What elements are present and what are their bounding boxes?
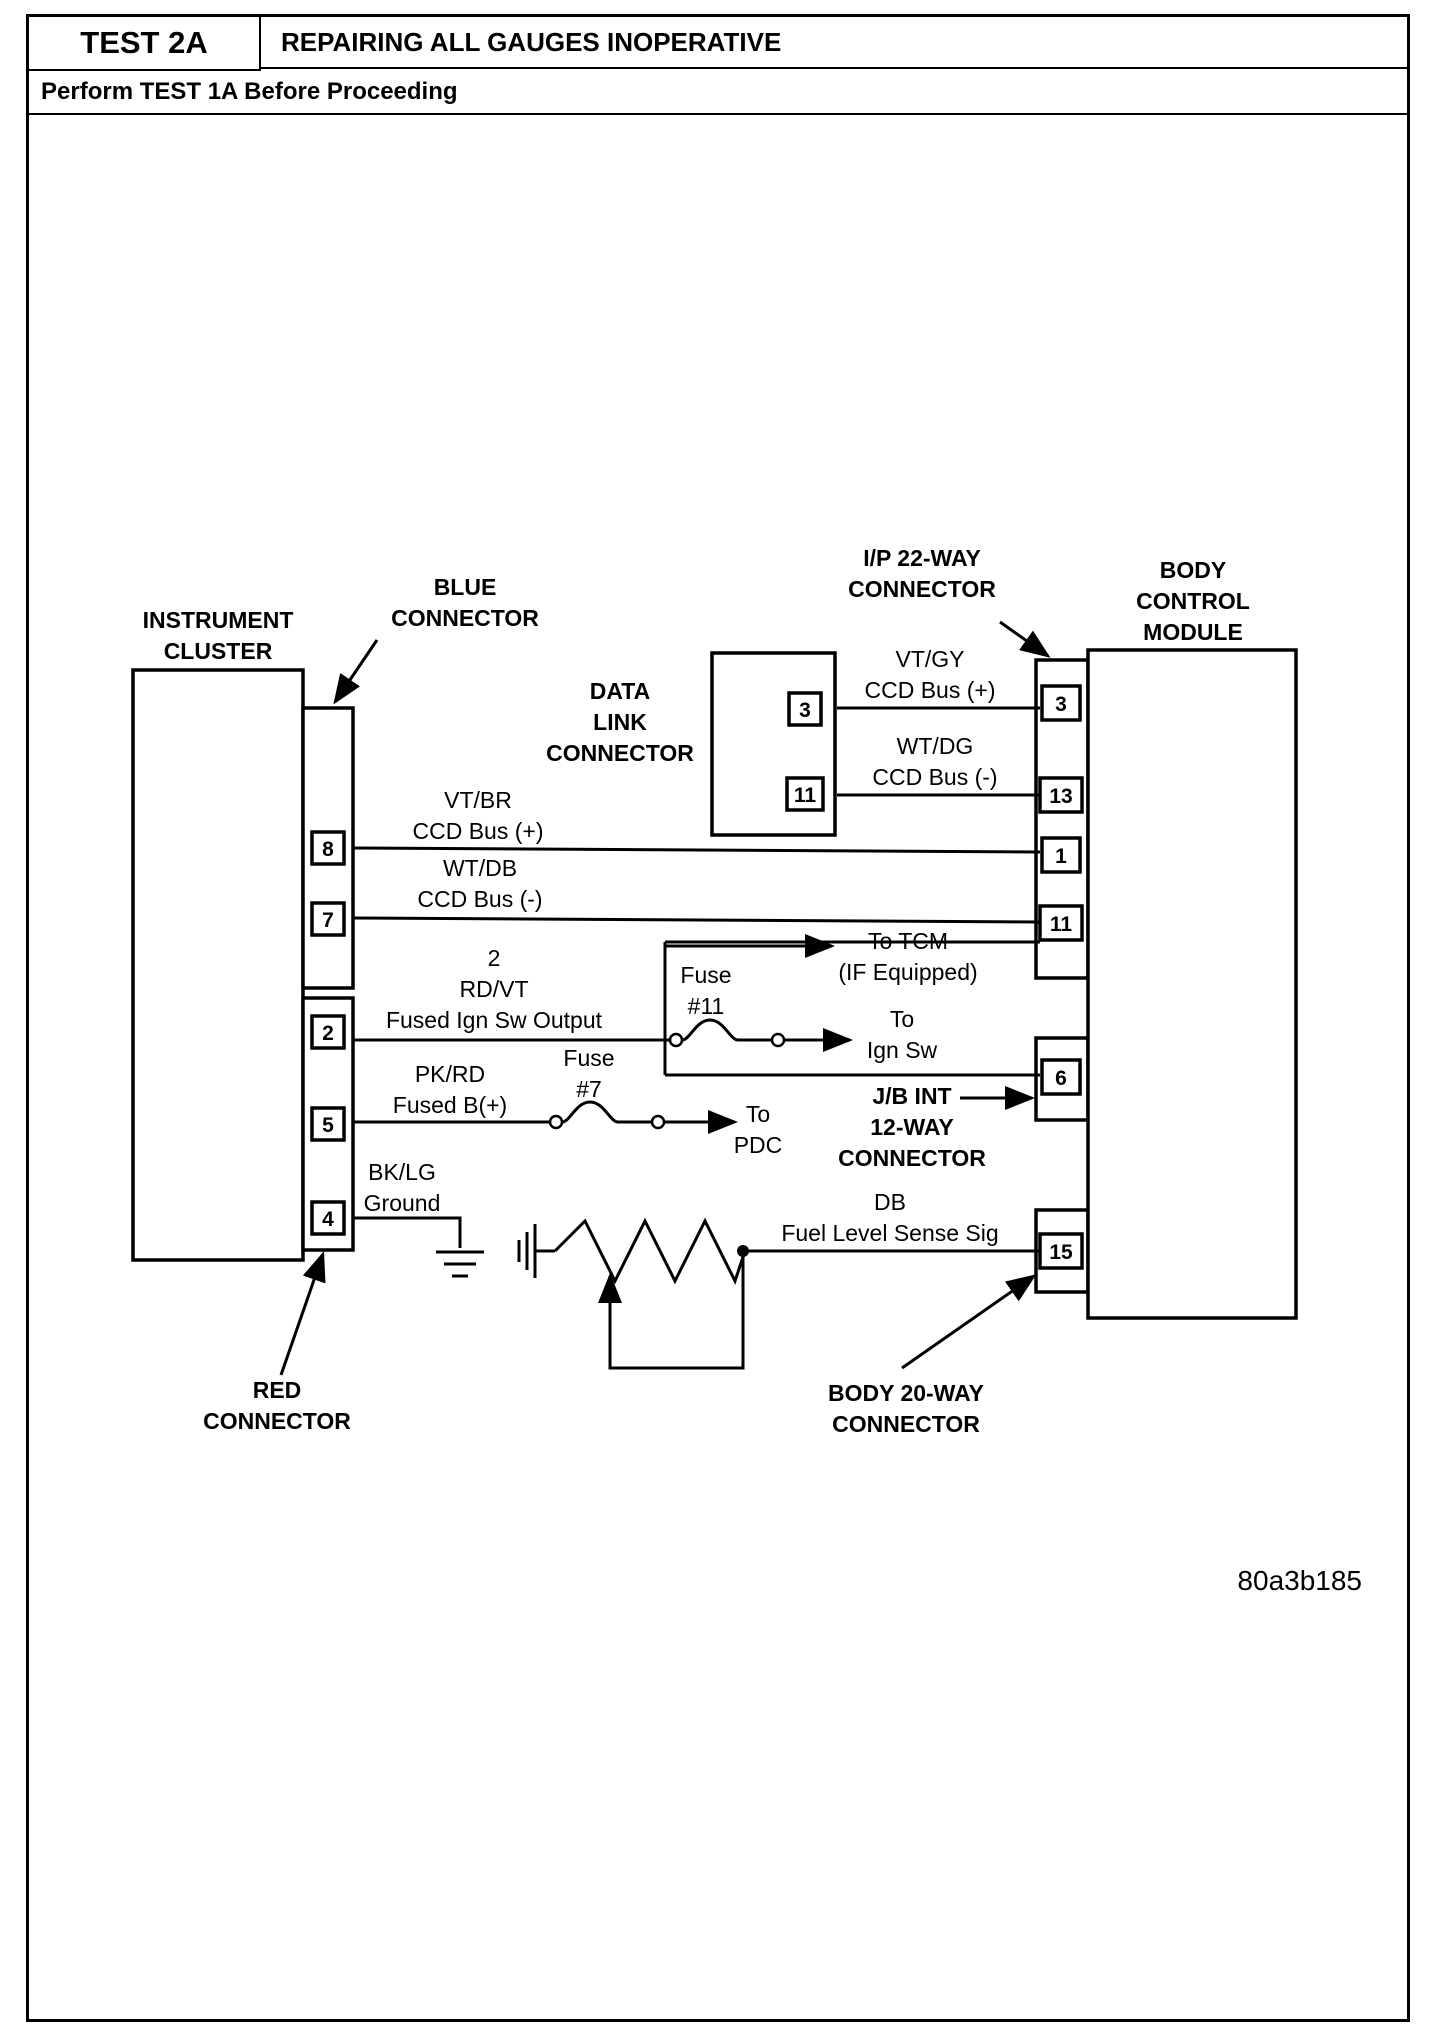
wire-fuel-sender-loop xyxy=(608,1251,745,1370)
wire-label-vtbr: VT/BR xyxy=(444,787,512,813)
fuse11-label: #11 xyxy=(688,993,725,1019)
test-title: REPAIRING ALL GAUGES INOPERATIVE xyxy=(261,17,1407,69)
ground-icon xyxy=(436,1250,484,1278)
blue-connector-label: CONNECTOR xyxy=(391,605,539,631)
dest-ign-sw: Ign Sw xyxy=(867,1037,938,1063)
wire-label-pkrd: Fused B(+) xyxy=(393,1092,507,1118)
dest-tcm: (IF Equipped) xyxy=(838,959,977,985)
wire-label-rdvt: 2 xyxy=(488,945,501,971)
bcm-label: MODULE xyxy=(1143,619,1243,645)
dlc-pin-box xyxy=(787,691,823,727)
red-connector-leader xyxy=(279,1251,326,1376)
fuse7-terminal-left xyxy=(548,1114,564,1130)
fuse7-symbol xyxy=(561,1100,652,1124)
cluster-pin-2: 2 xyxy=(322,1022,334,1045)
test-id: TEST 2A xyxy=(29,17,261,71)
bcm-pin-1: 1 xyxy=(1055,845,1067,868)
body-control-module-box xyxy=(1086,648,1298,1320)
cluster-pin-box xyxy=(310,830,346,866)
cluster-pin-box xyxy=(310,1200,346,1236)
cluster-pin-box xyxy=(310,1106,346,1142)
fuel-sender-ground-icon xyxy=(517,1224,555,1278)
wire-label-bklg: Ground xyxy=(364,1190,441,1216)
data-link-connector-label: CONNECTOR xyxy=(546,740,694,766)
wire-label-vtgy: VT/GY xyxy=(895,646,964,672)
ip-22way-leader xyxy=(999,620,1051,658)
wire-label-wtdb: CCD Bus (-) xyxy=(417,886,542,912)
instrument-cluster-label: INSTRUMENT xyxy=(143,607,294,633)
data-link-connector-label: DATA xyxy=(590,678,650,704)
cluster-pin-4: 4 xyxy=(322,1208,334,1231)
dlc-pin-11: 11 xyxy=(794,784,817,807)
fuse11-symbol xyxy=(681,1018,772,1042)
figure-id: 80a3b185 xyxy=(1237,1565,1362,1596)
wire-bklg xyxy=(353,1216,462,1248)
fuel-sender-resistor-icon xyxy=(553,1217,747,1285)
body-20way-label: BODY 20-WAY xyxy=(828,1380,984,1406)
wire-label-pkrd: PK/RD xyxy=(415,1061,485,1087)
bcm-label: BODY xyxy=(1160,557,1226,583)
wire-wtdb xyxy=(352,916,1041,924)
bcm-pin-box xyxy=(1040,684,1082,722)
blue-connector-label: BLUE xyxy=(434,574,497,600)
bcm-pin-box xyxy=(1038,1232,1084,1270)
dest-tcm: To TCM xyxy=(868,928,948,954)
red-connector-label: RED xyxy=(253,1377,302,1403)
fuel-sense-junction xyxy=(737,1245,749,1257)
wire-label-wtdg: CCD Bus (-) xyxy=(872,764,997,790)
fuse11-terminal-right xyxy=(770,1032,786,1048)
wire-label-bklg: BK/LG xyxy=(368,1159,436,1185)
instrument-cluster-box xyxy=(131,668,305,1262)
bcm-pin-6: 6 xyxy=(1055,1067,1067,1090)
dest-pdc: PDC xyxy=(734,1132,783,1158)
blue-connector-leader xyxy=(333,639,379,705)
fuse11-terminal-left xyxy=(668,1032,684,1048)
bcm-pin-box xyxy=(1040,836,1082,874)
ip-22way-label: CONNECTOR xyxy=(848,576,996,602)
prerequisite-note: Perform TEST 1A Before Proceeding xyxy=(29,71,1407,115)
dest-ign-sw: To xyxy=(890,1006,914,1032)
jb-int-label: 12-WAY xyxy=(870,1114,954,1140)
cluster-pin-box xyxy=(310,1014,346,1050)
wire-label-rdvt: RD/VT xyxy=(460,976,529,1002)
data-link-connector-label: LINK xyxy=(593,709,647,735)
fuse7-label: Fuse xyxy=(563,1045,614,1071)
red-connector-label: CONNECTOR xyxy=(203,1408,351,1434)
bcm-pin-11: 11 xyxy=(1050,913,1073,936)
fuse7-label: #7 xyxy=(576,1076,602,1102)
body-20way-label: CONNECTOR xyxy=(832,1411,980,1437)
cluster-pin-5: 5 xyxy=(322,1114,334,1137)
dest-pdc: To xyxy=(746,1101,770,1127)
cluster-pin-7: 7 xyxy=(322,909,334,932)
dlc-pin-3: 3 xyxy=(799,699,811,722)
wire-label-wtdg: WT/DG xyxy=(897,733,974,759)
bcm-label: CONTROL xyxy=(1136,588,1250,614)
instrument-cluster-label: CLUSTER xyxy=(164,638,273,664)
bcm-pin-13: 13 xyxy=(1049,785,1072,808)
wire-label-vtgy: CCD Bus (+) xyxy=(865,677,996,703)
wire-label-rdvt: Fused Ign Sw Output xyxy=(386,1007,603,1033)
wire-label-vtbr: CCD Bus (+) xyxy=(413,818,544,844)
dlc-pin-box xyxy=(785,776,825,812)
bcm-pin-3: 3 xyxy=(1055,693,1067,716)
cluster-pin-8: 8 xyxy=(322,838,334,861)
bcm-pin-box xyxy=(1040,1058,1082,1096)
jb-int-label: CONNECTOR xyxy=(838,1145,986,1171)
wire-vtbr xyxy=(352,846,1041,854)
bcm-pin-box xyxy=(1038,776,1084,814)
bcm-pin-box xyxy=(1038,904,1084,942)
body-20way-leader xyxy=(901,1274,1037,1370)
wire-label-wtdb: WT/DB xyxy=(443,855,517,881)
fuse11-label: Fuse xyxy=(680,962,731,988)
jb-int-label: J/B INT xyxy=(872,1083,951,1109)
wire-label-db: DB xyxy=(874,1189,906,1215)
fuse7-terminal-right xyxy=(650,1114,666,1130)
cluster-pin-box xyxy=(310,901,346,937)
wire-label-db: Fuel Level Sense Sig xyxy=(781,1220,998,1246)
ip-22way-label: I/P 22-WAY xyxy=(863,545,981,571)
bcm-pin-15: 15 xyxy=(1049,1241,1073,1264)
